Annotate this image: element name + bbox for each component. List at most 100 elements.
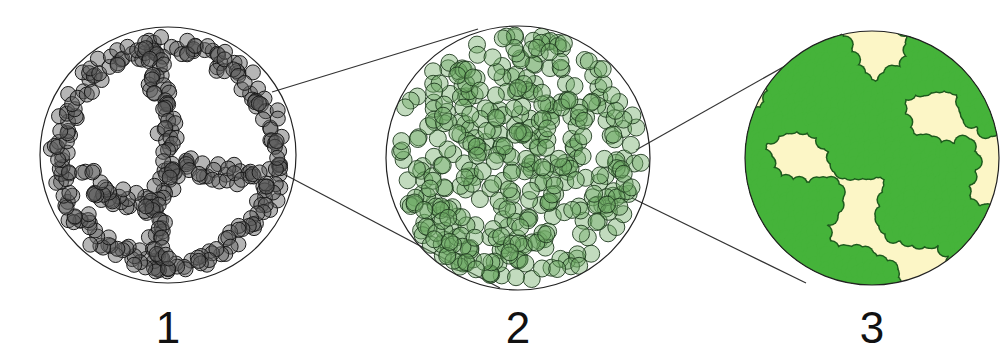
particle (422, 180, 439, 197)
particle (161, 251, 176, 266)
particle (952, 281, 970, 299)
particle (786, 38, 801, 53)
particle (567, 172, 584, 189)
particle (969, 34, 987, 52)
particle (588, 214, 605, 231)
particle (771, 273, 786, 288)
particle (986, 271, 1001, 289)
particle (759, 254, 777, 272)
particle (127, 257, 142, 272)
particle (969, 47, 987, 65)
particle (752, 246, 767, 261)
particle (912, 21, 930, 39)
particle (750, 26, 768, 44)
particle (154, 30, 169, 45)
particle (779, 21, 797, 39)
particle (761, 241, 776, 256)
particle (948, 19, 966, 37)
particle (790, 23, 808, 41)
particle (769, 49, 787, 67)
particle (770, 272, 788, 290)
particle (759, 49, 774, 64)
particle (510, 80, 527, 97)
particle (748, 251, 766, 269)
particle (469, 46, 486, 63)
particle (805, 22, 823, 40)
particle (972, 34, 990, 52)
particle (740, 22, 755, 37)
particle (920, 19, 938, 37)
particle (506, 100, 523, 117)
particle (449, 67, 466, 84)
particle (761, 45, 776, 60)
particle (738, 21, 756, 39)
particle (986, 254, 1001, 272)
particle (763, 269, 778, 284)
particle (777, 267, 792, 282)
particle (758, 20, 776, 38)
particle (743, 212, 758, 227)
particle (761, 59, 776, 74)
particle (749, 267, 767, 285)
particle (946, 36, 964, 54)
particle (766, 34, 781, 49)
particle (986, 78, 1001, 96)
particle (948, 278, 966, 296)
particle (750, 245, 768, 263)
particle (738, 40, 756, 58)
particle (751, 40, 769, 58)
particle (785, 37, 803, 55)
green-patches (734, 19, 1001, 301)
particle (743, 37, 761, 55)
particle (539, 120, 556, 137)
particle (785, 22, 803, 40)
particle (534, 159, 551, 176)
particle (990, 63, 1001, 81)
particle (941, 20, 959, 38)
particle (575, 112, 592, 129)
particle (751, 269, 766, 284)
particle (735, 203, 753, 221)
particle (740, 41, 755, 56)
particle (990, 58, 1001, 76)
particle (541, 44, 558, 61)
particle (766, 271, 784, 289)
particle (763, 49, 781, 67)
particle (972, 266, 990, 284)
particle (785, 30, 800, 45)
particle (785, 273, 800, 288)
particle (488, 109, 505, 126)
particle (191, 253, 206, 268)
particle (742, 229, 760, 247)
particle (981, 72, 999, 90)
particle (820, 282, 838, 300)
particle (989, 281, 1001, 299)
particle (756, 247, 774, 265)
particle (550, 150, 567, 167)
particle (973, 259, 991, 277)
particle (976, 280, 994, 298)
particle (770, 43, 788, 61)
particle (736, 37, 754, 55)
particle (758, 36, 776, 54)
particle (767, 31, 782, 46)
particle (987, 41, 1001, 59)
particle (750, 36, 765, 51)
particle (605, 126, 622, 143)
particle (792, 275, 810, 293)
particle (744, 218, 759, 233)
particle (989, 264, 1001, 282)
particle (758, 32, 773, 47)
particle (976, 236, 994, 254)
particle (987, 33, 1001, 51)
particle (758, 48, 776, 66)
particle (784, 264, 802, 282)
particle (973, 43, 991, 61)
particle (237, 75, 252, 90)
particle (734, 47, 752, 65)
particle (983, 19, 1001, 37)
particle (958, 261, 976, 279)
particle (988, 93, 1001, 111)
particle (778, 37, 793, 52)
particle (740, 242, 755, 257)
